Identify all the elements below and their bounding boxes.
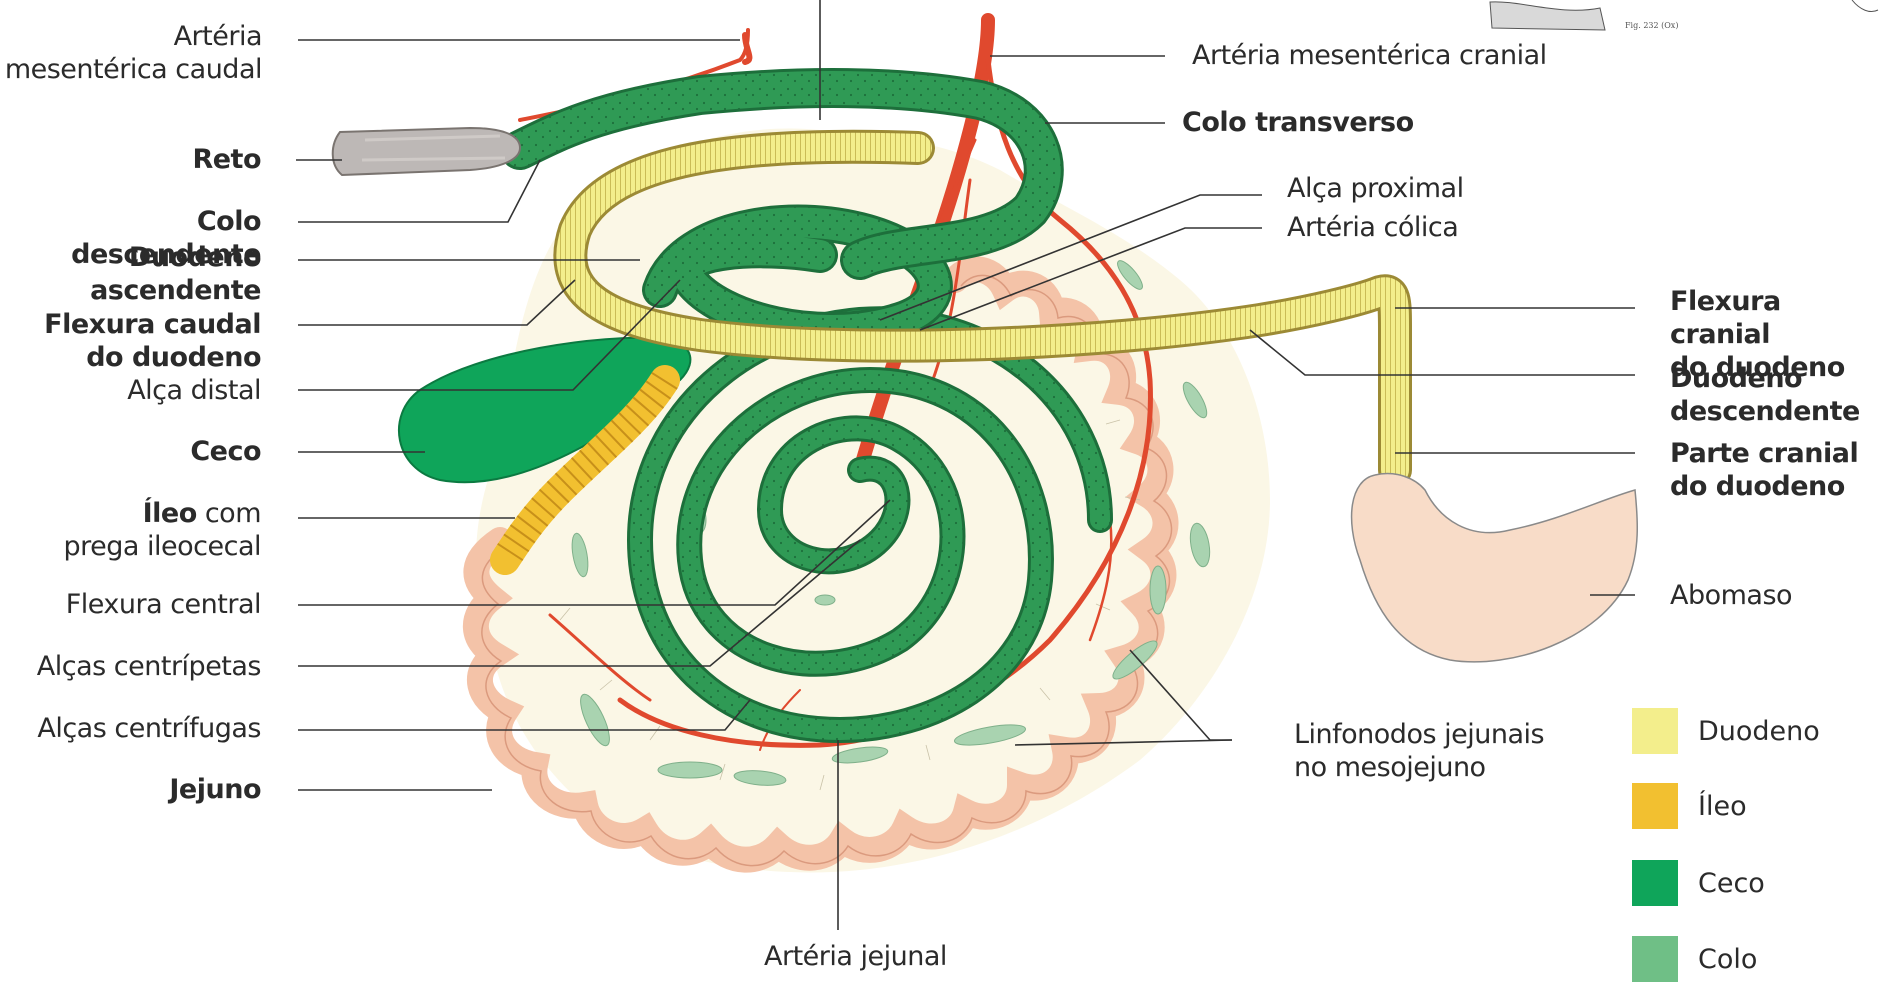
label-flexura-caudal-line2: do duodeno (44, 341, 261, 374)
label-art-mes-caudal: Artéria mesentérica caudal (5, 20, 262, 86)
label-colo-transverso: Colo transverso (1182, 106, 1414, 139)
label-ileo-bold: Íleo (143, 498, 197, 529)
legend-item-ceco: Ceco (1632, 860, 1765, 906)
abomasum (1352, 473, 1638, 661)
label-reto: Reto (192, 143, 261, 176)
legend-swatch-duodeno (1632, 708, 1678, 754)
legend-item-ileo: Íleo (1632, 783, 1747, 829)
label-abomaso: Abomaso (1670, 579, 1792, 612)
label-art-mes-caudal-line2: mesentérica caudal (5, 53, 262, 86)
legend-item-colo: Colo (1632, 936, 1757, 982)
label-linfonodos-line1: Linfonodos jejunais (1294, 718, 1544, 751)
label-jejuno: Jejuno (169, 773, 261, 806)
label-alca-distal: Alça distal (127, 374, 261, 407)
label-arteria-jejunal: Artéria jejunal (764, 940, 947, 973)
label-parte-cranial: Parte cranial do duodeno (1670, 437, 1858, 503)
label-linfonodos: Linfonodos jejunais no mesojejuno (1294, 718, 1544, 784)
label-flexura-caudal-line1: Flexura caudal (44, 308, 261, 341)
label-duodeno-ascendente: Duodeno ascendente (90, 241, 261, 307)
label-art-mes-caudal-line1: Artéria (5, 20, 262, 53)
label-flexura-caudal: Flexura caudal do duodeno (44, 308, 261, 374)
legend-swatch-colo (1632, 936, 1678, 982)
label-flexura-cranial-line1: Flexura cranial (1670, 285, 1885, 351)
legend-label-ileo: Íleo (1698, 791, 1747, 822)
label-duodeno-ascendente-line2: ascendente (90, 274, 261, 307)
label-flexura-central: Flexura central (66, 588, 261, 621)
label-parte-cranial-line1: Parte cranial (1670, 437, 1858, 470)
label-ileo-com: com (197, 498, 261, 529)
label-art-mes-cranial: Artéria mesentérica cranial (1192, 39, 1547, 72)
label-alcas-centrifugas: Alças centrífugas (37, 712, 261, 745)
label-alcas-centripetas: Alças centrípetas (37, 650, 261, 683)
label-ileo-line2: prega ileocecal (63, 530, 261, 563)
label-duodeno-ascendente-line1: Duodeno (90, 241, 261, 274)
label-arteria-colica: Artéria cólica (1287, 211, 1458, 244)
thumbnail-caption: Fig. 232 (Ox) (1625, 21, 1678, 30)
thumbnail-figure: Fig. 232 (Ox) (1480, 0, 1878, 30)
label-duodeno-descendente-line1: Duodeno (1670, 362, 1860, 395)
label-ileo: Íleo com prega ileocecal (63, 497, 261, 563)
legend-label-colo: Colo (1698, 944, 1757, 975)
legend-label-ceco: Ceco (1698, 868, 1765, 899)
label-duodeno-descendente-line2: descendente (1670, 395, 1860, 428)
legend-swatch-ceco (1632, 860, 1678, 906)
label-ceco: Ceco (190, 435, 261, 468)
label-parte-cranial-line2: do duodeno (1670, 470, 1858, 503)
legend-swatch-ileo (1632, 783, 1678, 829)
label-linfonodos-line2: no mesojejuno (1294, 751, 1544, 784)
label-ileo-line1: Íleo com (63, 497, 261, 530)
label-alca-proximal: Alça proximal (1287, 172, 1464, 205)
legend-item-duodeno: Duodeno (1632, 708, 1820, 754)
rectum (333, 128, 520, 175)
legend-label-duodeno: Duodeno (1698, 716, 1820, 747)
label-duodeno-descendente: Duodeno descendente (1670, 362, 1860, 428)
